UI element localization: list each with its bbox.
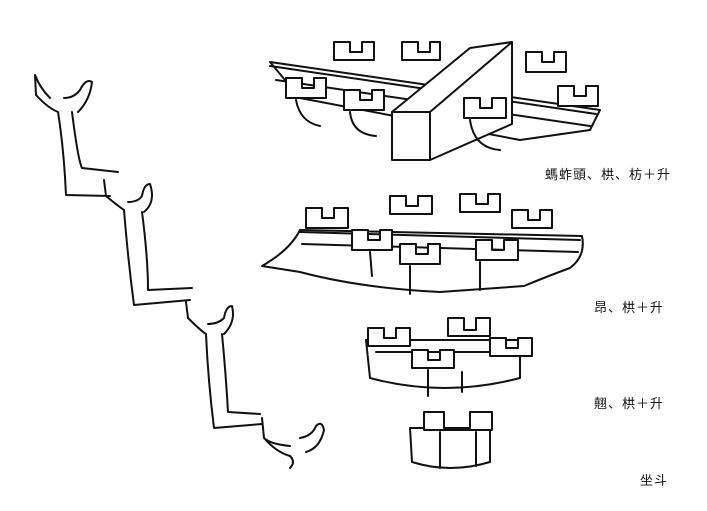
arm-1 <box>34 74 119 197</box>
label-tier2: 昂、栱＋升 <box>594 301 665 316</box>
tier3-bracket <box>365 317 533 397</box>
arm-3 <box>185 301 263 429</box>
arm-2 <box>103 179 193 306</box>
tier2-bracket <box>261 193 584 295</box>
label-tier3: 翹、栱＋升 <box>594 397 665 412</box>
arm-4 <box>261 417 325 469</box>
arm-figures <box>34 74 325 469</box>
tier1-bracket <box>269 41 601 161</box>
tier4-sitting-block <box>409 411 493 469</box>
label-tier4: 坐斗 <box>640 474 669 489</box>
label-tier1: 螞蚱頭、栱、枋＋升 <box>545 168 672 183</box>
